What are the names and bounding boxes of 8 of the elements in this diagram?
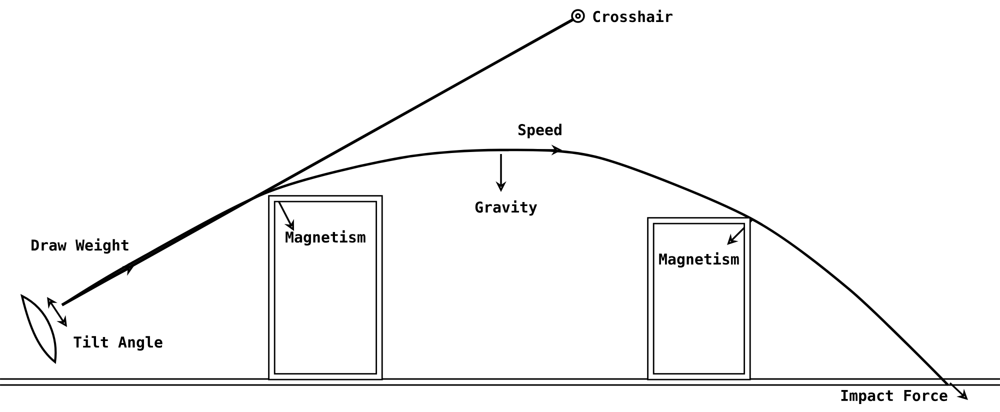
force-label: Draw Weight [32, 238, 128, 254]
force-label: Impact Force [841, 390, 948, 404]
force-label: Crosshair [593, 10, 672, 22]
pillar-box: Magnetism [268, 195, 383, 380]
pillar-box: Magnetism [647, 217, 751, 380]
force-label: Gravity [475, 200, 538, 216]
force-label: Speed [518, 124, 562, 138]
force-label: Tilt Angle [74, 335, 162, 351]
